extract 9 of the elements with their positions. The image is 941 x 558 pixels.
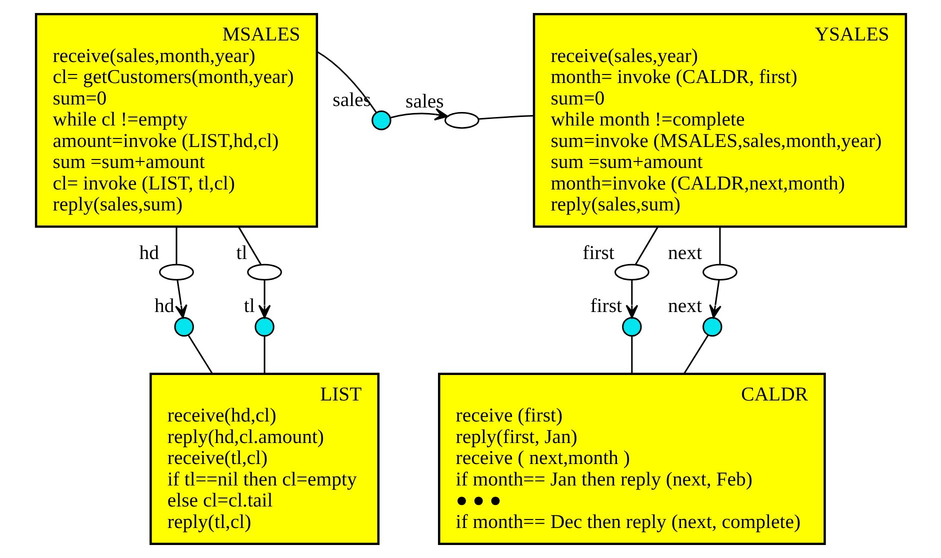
node-label: next xyxy=(668,242,702,264)
node-label: hd xyxy=(154,295,174,318)
node-label: first xyxy=(582,242,614,264)
node-label: tl xyxy=(243,295,254,318)
node-label: first xyxy=(590,295,622,318)
node-label: tl xyxy=(236,242,247,264)
node-label: next xyxy=(668,295,702,318)
node-label: hd xyxy=(138,242,159,264)
node-label: sales xyxy=(405,90,444,112)
